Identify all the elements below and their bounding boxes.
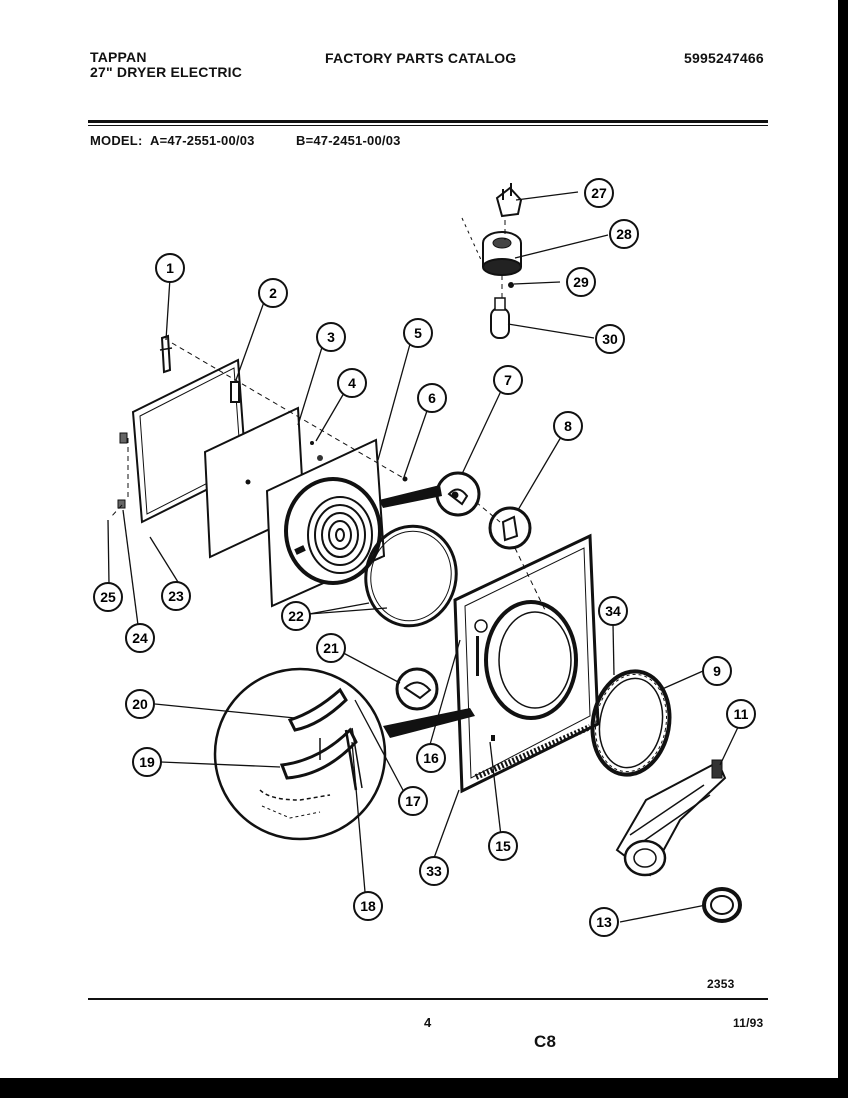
callout-label: 1: [166, 260, 174, 276]
callout-label: 13: [596, 914, 612, 930]
callout-label: 18: [360, 898, 376, 914]
callout-15: 15: [488, 831, 518, 861]
callout-4: 4: [337, 368, 367, 398]
callout-label: 20: [132, 696, 148, 712]
callout-5: 5: [403, 318, 433, 348]
model-b: B=47-2451-00/03: [296, 133, 401, 148]
callout-label: 21: [323, 640, 339, 656]
callout-label: 27: [591, 185, 607, 201]
callout-bubbles: 1 2 3 4 5 6 7 8 9 11 13 15 16 17 18 19 2…: [93, 178, 756, 937]
callout-label: 25: [100, 589, 116, 605]
front-panel: [453, 533, 600, 794]
callout-label: 19: [139, 754, 155, 770]
callout-label: 5: [414, 325, 422, 341]
callout-16: 16: [416, 743, 446, 773]
page-number: 4: [424, 1015, 432, 1030]
callout-label: 30: [602, 331, 618, 347]
callout-label: 16: [423, 750, 439, 766]
callout-label: 29: [573, 274, 589, 290]
small-parts: [395, 471, 532, 711]
callout-label: 3: [327, 329, 335, 345]
callout-label: 34: [605, 603, 621, 619]
callout-21: 21: [316, 633, 346, 663]
drum-seal-ring: [364, 524, 458, 628]
rear-bulkhead: [265, 438, 386, 608]
date-code: 11/93: [733, 1016, 764, 1030]
header-rule-thin: [88, 125, 768, 126]
connector-wedge: [379, 485, 442, 508]
door-ring: [702, 887, 742, 923]
callout-8: 8: [553, 411, 583, 441]
callout-label: 22: [288, 608, 304, 624]
catalog-title: FACTORY PARTS CATALOG: [325, 50, 517, 66]
callout-30: 30: [595, 324, 625, 354]
leader-lines: [107, 191, 741, 923]
callout-2: 2: [258, 278, 288, 308]
callout-label: 8: [564, 418, 572, 434]
section-code: C8: [534, 1032, 557, 1051]
callout-18: 18: [353, 891, 383, 921]
callout-label: 17: [405, 793, 421, 809]
terminal-assembly: [461, 183, 523, 339]
callout-label: 33: [426, 863, 442, 879]
callout-label: 2: [269, 285, 277, 301]
callout-1: 1: [155, 253, 185, 283]
callout-29: 29: [566, 267, 596, 297]
callout-label: 15: [495, 838, 511, 854]
callout-22: 22: [281, 601, 311, 631]
footer-rule: [88, 998, 768, 1000]
door-gasket-ring: [590, 669, 672, 777]
callout-label: 4: [348, 375, 356, 391]
callout-23: 23: [161, 581, 191, 611]
door-handle: [615, 759, 727, 877]
callout-label: 11: [734, 706, 749, 722]
callout-3: 3: [316, 322, 346, 352]
brand-name: TAPPAN: [90, 49, 147, 65]
callout-20: 20: [125, 689, 155, 719]
model-a: A=47-2551-00/03: [150, 133, 255, 148]
callout-label: 7: [504, 372, 512, 388]
detail-inset: [213, 667, 475, 841]
callout-17: 17: [398, 786, 428, 816]
callout-13: 13: [589, 907, 619, 937]
header-rule-thick: [88, 120, 768, 123]
callout-34: 34: [598, 596, 628, 626]
catalog-number: 5995247466: [684, 50, 764, 66]
callout-9: 9: [702, 656, 732, 686]
callout-label: 23: [168, 588, 184, 604]
parts-catalog-page: TAPPAN 27" DRYER ELECTRIC FACTORY PARTS …: [0, 0, 838, 1078]
callout-label: 6: [428, 390, 436, 406]
callout-19: 19: [132, 747, 162, 777]
callout-label: 24: [132, 630, 148, 646]
callout-label: 28: [616, 226, 632, 242]
callout-25: 25: [93, 582, 123, 612]
callout-7: 7: [493, 365, 523, 395]
callout-6: 6: [417, 383, 447, 413]
callout-24: 24: [125, 623, 155, 653]
callout-28: 28: [609, 219, 639, 249]
callout-33: 33: [419, 856, 449, 886]
product-name: 27" DRYER ELECTRIC: [90, 64, 243, 80]
callout-label: 9: [713, 663, 721, 679]
drawing-number: 2353: [707, 977, 735, 991]
callout-27: 27: [584, 178, 614, 208]
exploded-parts-diagram: 1 2 3 4 5 6 7 8 9 11 13 15 16 17 18 19 2…: [93, 178, 756, 937]
callout-11: 11: [726, 699, 756, 729]
model-label: MODEL:: [90, 133, 143, 148]
